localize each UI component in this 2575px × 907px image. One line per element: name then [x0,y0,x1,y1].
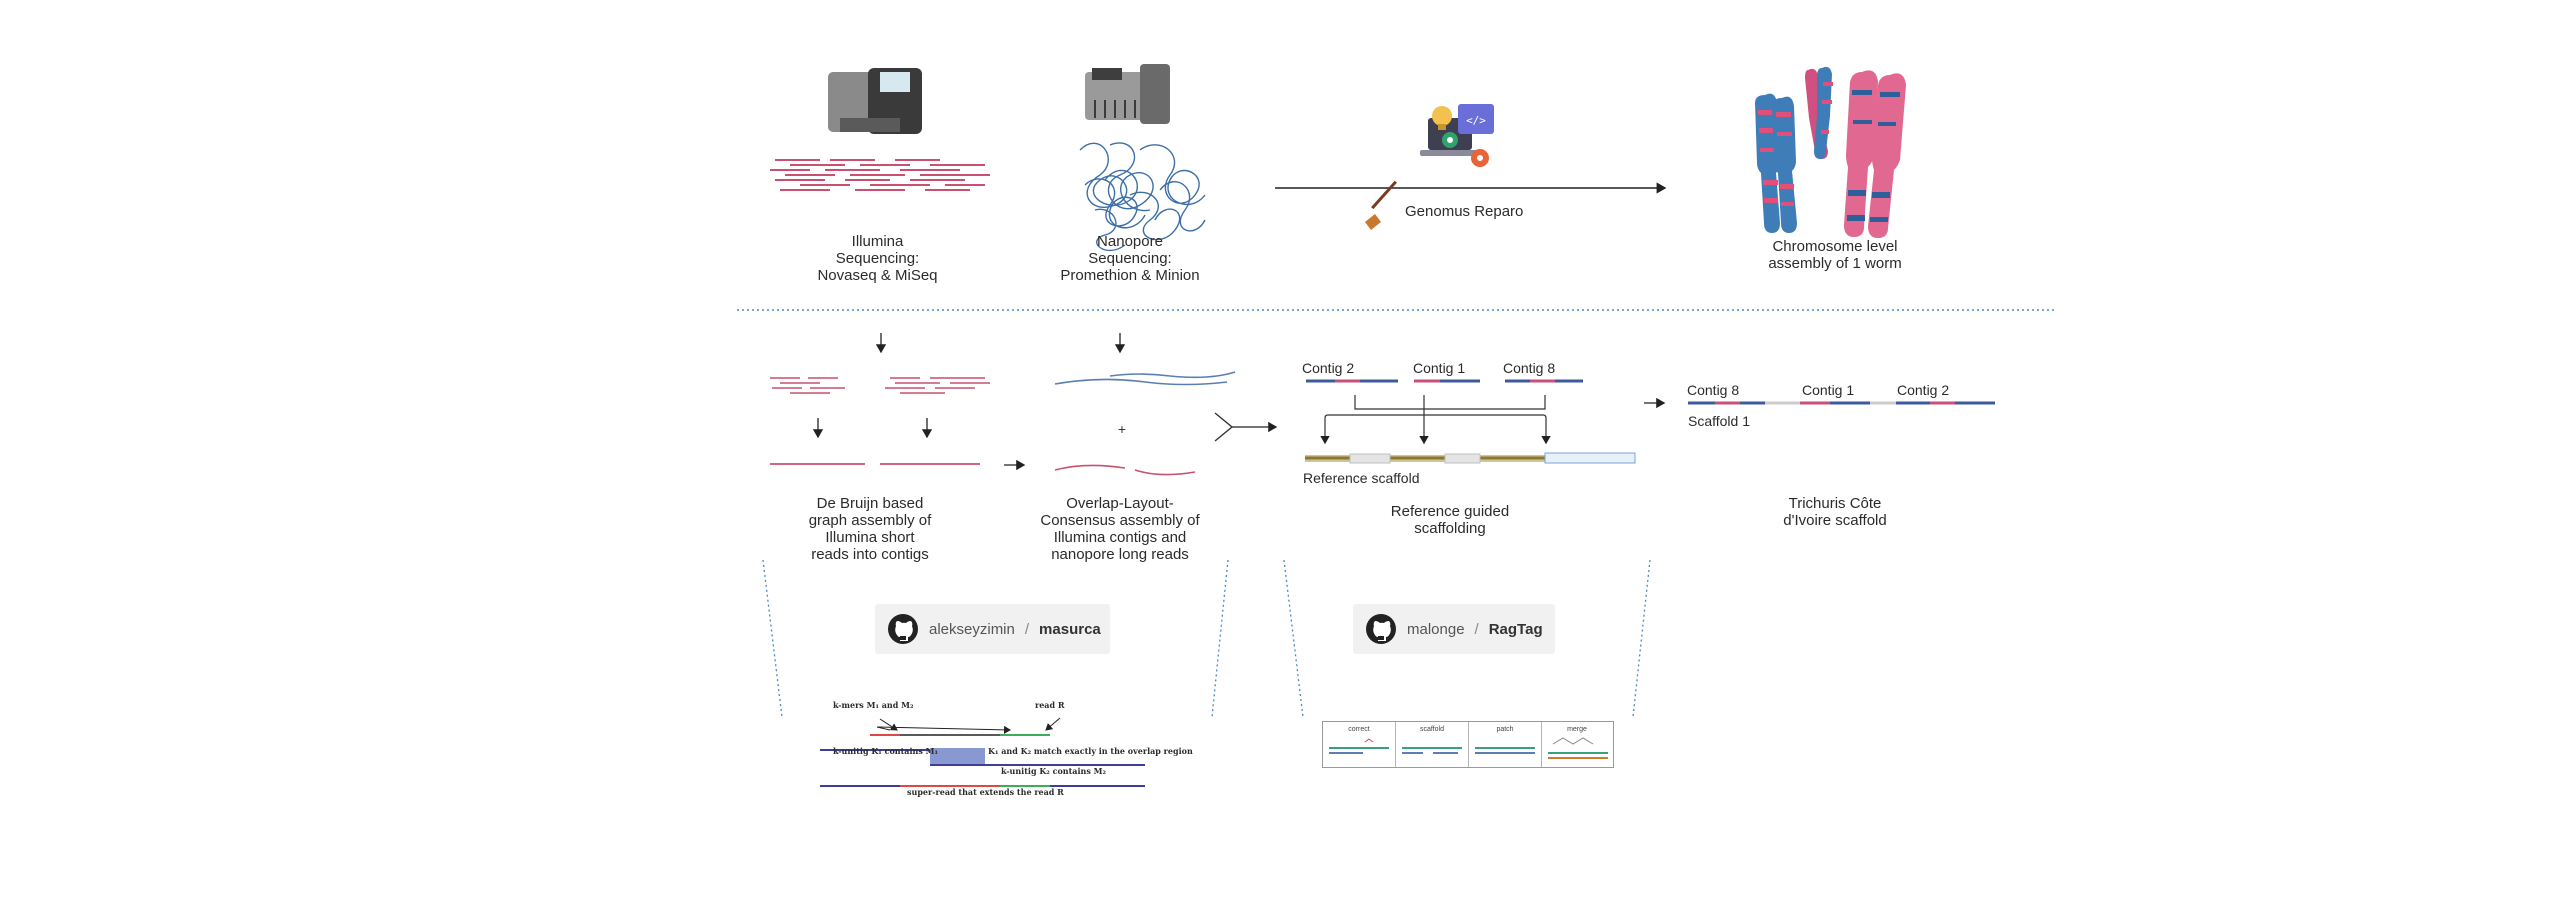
github-icon [1366,614,1396,644]
svg-text:</>: </> [1466,114,1486,127]
final-contig-label: Contig 2 [1897,382,1950,398]
ragtag-panels: correct scaffold patch merge [1322,721,1614,768]
ref-contig-label: Contig 2 [1302,360,1355,376]
reference-scaffold-bar [1305,452,1636,464]
repo-name: RagTag [1488,620,1543,638]
chromosome-icon [1755,66,1906,238]
chromosome-assembly-label: Chromosome level assembly of 1 worm [1768,238,1902,272]
final-scaffold-label: Trichuris Côte d'Ivoire scaffold [1783,495,1887,529]
software-icon: </> [1420,104,1494,167]
github-link-ragtag[interactable]: malonge / RagTag [1353,604,1555,654]
ragtag-panel-patch: patch [1469,722,1542,767]
nanopore-long-reads [1079,142,1206,252]
illumina-sequencer-icon [828,68,922,134]
final-contig-label: Contig 1 [1802,382,1855,398]
masurca-unitig1-label: k-unitig K₁ contains M₁ [833,746,938,756]
masurca-unitig2-label: k-unitig K₂ contains M₂ [1001,766,1106,776]
masurca-read-label: read R [1035,700,1065,710]
broom-icon [1365,180,1397,230]
masurca-superread-label: super-read that extends the read R [907,787,1064,797]
olc-long-reads [1054,371,1236,476]
panel-label: patch [1496,726,1514,733]
zoom-guides [762,559,1651,718]
masurca-diagram [820,717,1145,787]
ragtag-panel-correct: correct [1323,722,1396,767]
repo-owner: malonge [1407,620,1465,638]
ref-contig-label: Contig 8 [1503,360,1556,376]
repo-owner: alekseyzimin [929,620,1015,638]
github-link-masurca[interactable]: alekseyzimin / masurca [875,604,1110,654]
panel-label: scaffold [1420,726,1444,733]
nanopore-sequencer-icon [1085,64,1170,124]
debruijn-label: De Bruijn based graph assembly of Illumi… [808,495,932,563]
ragtag-panel-merge: merge [1542,722,1612,767]
debruijn-reads [770,377,990,394]
plus-sign: + [1118,421,1126,437]
final-contig-label: Contig 8 [1687,382,1740,398]
illumina-label: Illumina Sequencing: Novaseq & MiSeq [817,233,938,284]
masurca-kmers-label: k-mers M₁ and M₂ [833,700,914,710]
ref-guided-label: Reference guided scaffolding [1390,503,1510,537]
masurca-match-label: K₁ and K₂ match exactly in the overlap r… [988,746,1193,756]
panel-label: correct [1348,726,1370,733]
ref-placement-lines [1320,395,1551,445]
olc-label: Overlap-Layout- Consensus assembly of Il… [1040,495,1200,563]
merge-bracket [1214,412,1234,442]
ref-contig-label: Contig 1 [1413,360,1466,376]
repo-name: masurca [1039,620,1101,638]
scaffold-name: Scaffold 1 [1688,413,1751,429]
nanopore-label: Nanopore Sequencing: Promethion & Minion [1060,233,1200,284]
panel-label: merge [1567,726,1587,733]
ragtag-panel-scaffold: scaffold [1396,722,1469,767]
genomus-reparo-label: Genomus Reparo [1405,203,1524,220]
repo-separator: / [1024,620,1030,638]
repo-separator: / [1474,620,1479,638]
ragtag-panel-graphics [1329,737,1608,759]
illumina-short-reads [770,159,990,191]
github-icon [888,614,918,644]
reference-scaffold-label: Reference scaffold [1303,470,1420,486]
